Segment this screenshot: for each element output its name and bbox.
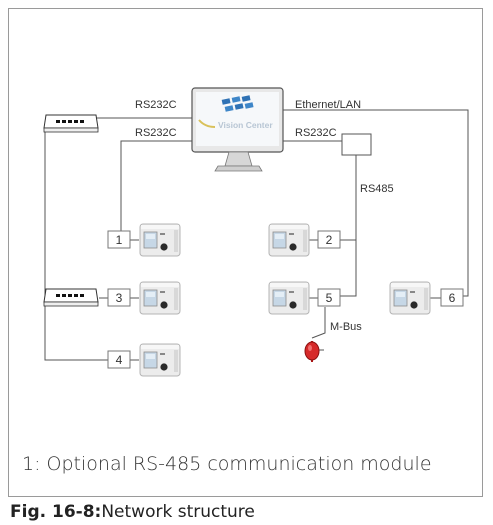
- label-rs485: RS485: [360, 183, 394, 195]
- number-box-3: 3: [107, 288, 131, 307]
- rs232-rs485-converter: [341, 133, 372, 156]
- vision-center-logo: Vision Center: [218, 120, 273, 130]
- label-rs232c-switch: RS232C: [135, 99, 177, 111]
- label-rs232c-converter: RS232C: [295, 127, 337, 139]
- figure-caption: Fig. 16-8:Network structure: [10, 502, 255, 522]
- caption-label: Fig. 16-8:: [10, 502, 102, 522]
- network-switch-middle: [43, 288, 99, 307]
- svg-text:3: 3: [116, 291, 123, 305]
- svg-text:5: 5: [326, 291, 333, 305]
- gas-detector-3: [139, 281, 181, 315]
- label-rs232c-device: RS232C: [135, 127, 177, 139]
- footnote: 1: Optional RS-485 communication module: [22, 453, 432, 475]
- mbus-meter-icon: [304, 341, 320, 362]
- number-box-1: 1: [107, 230, 131, 249]
- number-box-4: 4: [107, 350, 131, 369]
- label-ethernet-lan: Ethernet/LAN: [295, 99, 361, 111]
- pc-monitor: Vision Center: [191, 87, 284, 172]
- gas-detector-5: [268, 281, 310, 315]
- svg-text:2: 2: [326, 233, 333, 247]
- number-box-2: 2: [317, 230, 341, 249]
- number-box-6: 6: [440, 288, 464, 307]
- network-diagram: Vision Center RS232C RS232C Ethernet/LAN…: [43, 87, 469, 377]
- svg-text:4: 4: [116, 353, 123, 367]
- network-switch-top: [43, 114, 99, 133]
- svg-text:6: 6: [449, 291, 456, 305]
- gas-detector-1: [139, 223, 181, 257]
- gas-detector-2: [268, 223, 310, 257]
- gas-detector-4: [139, 343, 181, 377]
- connection-lines: [44, 109, 469, 361]
- label-mbus: M-Bus: [330, 321, 362, 333]
- number-box-5: 5: [317, 288, 341, 307]
- caption-text: Network structure: [101, 502, 255, 522]
- diagram-frame: [8, 8, 483, 497]
- svg-text:1: 1: [116, 233, 123, 247]
- gas-detector-6: [389, 281, 431, 315]
